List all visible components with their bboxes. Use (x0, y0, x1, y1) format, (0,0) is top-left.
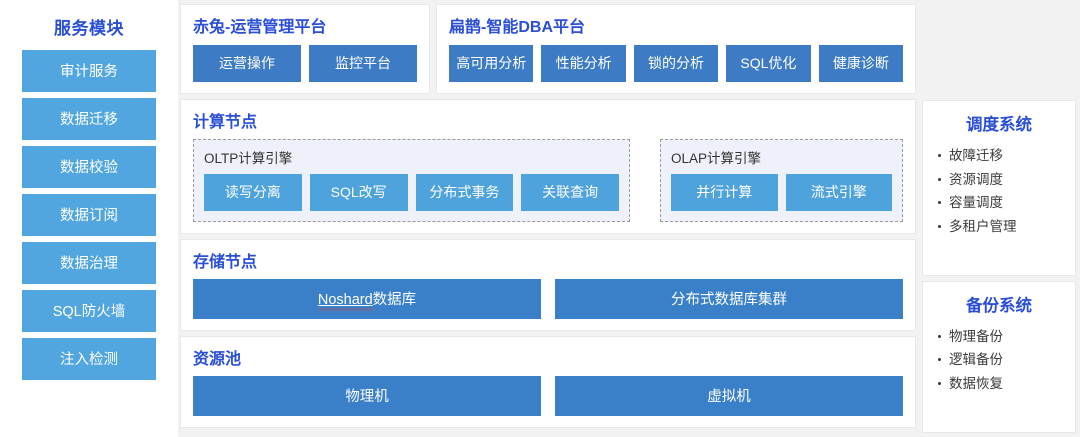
list-item: 数据恢复 (935, 372, 1063, 396)
sidebar-item-injection-detection[interactable]: 注入检测 (22, 338, 156, 380)
button-monitoring-platform[interactable]: 监控平台 (309, 45, 417, 82)
resource-pool-panel: 资源池 物理机 虚拟机 (180, 336, 916, 428)
storage-node-title: 存储节点 (193, 254, 258, 271)
scheduling-system-card: 调度系统 故障迁移 资源调度 容量调度 多租户管理 (922, 100, 1076, 276)
button-noshard-database[interactable]: Noshard数据库 (193, 279, 541, 319)
noshard-misspelled-word: Noshard (317, 292, 373, 311)
platform-bianque-buttons: 高可用分析 性能分析 锁的分析 SQL优化 健康诊断 (449, 45, 904, 82)
oltp-engine-buttons: 读写分离 SQL改写 分布式事务 关联查询 (204, 174, 619, 211)
scheduling-system-list: 故障迁移 资源调度 容量调度 多租户管理 (935, 144, 1063, 238)
list-item: 资源调度 (935, 168, 1063, 192)
backup-system-card: 备份系统 物理备份 逻辑备份 数据恢复 (922, 280, 1076, 433)
button-operations[interactable]: 运营操作 (193, 45, 301, 82)
right-sidebar-spacer (922, 4, 1076, 95)
platform-card-chitu: 赤兔-运营管理平台 运营操作 监控平台 (180, 4, 430, 94)
compute-node-title: 计算节点 (193, 114, 258, 131)
backup-system-list: 物理备份 逻辑备份 数据恢复 (935, 325, 1063, 396)
resource-pool-buttons: 物理机 虚拟机 (193, 376, 903, 416)
service-module-title: 服务模块 (54, 19, 124, 38)
oltp-engine-box: OLTP计算引擎 读写分离 SQL改写 分布式事务 关联查询 (193, 139, 630, 222)
oltp-engine-label: OLTP计算引擎 (204, 151, 293, 166)
button-sql-optimization[interactable]: SQL优化 (726, 45, 811, 82)
platform-title-chitu: 赤兔-运营管理平台 (193, 19, 327, 36)
olap-engine-label: OLAP计算引擎 (671, 151, 762, 166)
button-read-write-splitting[interactable]: 读写分离 (204, 174, 302, 211)
button-distributed-database-cluster[interactable]: 分布式数据库集群 (555, 279, 903, 319)
button-lock-analysis[interactable]: 锁的分析 (633, 45, 719, 82)
button-distributed-transaction[interactable]: 分布式事务 (415, 174, 514, 211)
button-physical-machine[interactable]: 物理机 (193, 376, 541, 416)
backup-system-title: 备份系统 (966, 296, 1032, 315)
list-item: 故障迁移 (935, 144, 1063, 168)
resource-pool-title: 资源池 (193, 351, 242, 368)
list-item: 逻辑备份 (935, 348, 1063, 372)
service-module-sidebar: 服务模块 审计服务 数据迁移 数据校验 数据订阅 数据治理 SQL防火墙 注入检… (0, 0, 178, 437)
platform-card-bianque: 扁鹊-智能DBA平台 高可用分析 性能分析 锁的分析 SQL优化 健康诊断 (436, 4, 916, 94)
sidebar-item-sql-firewall[interactable]: SQL防火墙 (22, 290, 156, 332)
button-virtual-machine[interactable]: 虚拟机 (555, 376, 903, 416)
right-sidebar: 调度系统 故障迁移 资源调度 容量调度 多租户管理 备份系统 物理备份 逻辑备份… (920, 0, 1080, 437)
sidebar-item-data-governance[interactable]: 数据治理 (22, 242, 156, 284)
button-high-availability-analysis[interactable]: 高可用分析 (449, 45, 534, 82)
scheduling-system-title: 调度系统 (966, 116, 1032, 134)
list-item: 容量调度 (935, 191, 1063, 215)
noshard-database-suffix: 数据库 (372, 292, 417, 308)
button-streaming-engine[interactable]: 流式引擎 (785, 174, 892, 211)
storage-node-buttons: Noshard数据库 分布式数据库集群 (193, 279, 903, 319)
list-item: 多租户管理 (935, 215, 1063, 239)
button-health-diagnosis[interactable]: 健康诊断 (818, 45, 904, 82)
sidebar-item-data-verification[interactable]: 数据校验 (22, 146, 156, 188)
sidebar-item-data-subscription[interactable]: 数据订阅 (22, 194, 156, 236)
compute-node-panel: 计算节点 OLTP计算引擎 读写分离 SQL改写 分布式事务 关联查询 OLAP… (180, 99, 916, 234)
platform-row: 赤兔-运营管理平台 运营操作 监控平台 扁鹊-智能DBA平台 高可用分析 性能分… (180, 4, 916, 94)
sidebar-item-audit-service[interactable]: 审计服务 (22, 50, 156, 92)
olap-engine-box: OLAP计算引擎 并行计算 流式引擎 (660, 139, 903, 222)
main-column: 赤兔-运营管理平台 运营操作 监控平台 扁鹊-智能DBA平台 高可用分析 性能分… (178, 0, 920, 437)
button-parallel-computing[interactable]: 并行计算 (671, 174, 778, 211)
platform-title-bianque: 扁鹊-智能DBA平台 (449, 19, 585, 36)
olap-engine-buttons: 并行计算 流式引擎 (671, 174, 892, 211)
engines-row: OLTP计算引擎 读写分离 SQL改写 分布式事务 关联查询 OLAP计算引擎 … (193, 139, 903, 222)
button-join-query[interactable]: 关联查询 (521, 174, 619, 211)
storage-node-panel: 存储节点 Noshard数据库 分布式数据库集群 (180, 239, 916, 331)
button-performance-analysis[interactable]: 性能分析 (541, 45, 626, 82)
list-item: 物理备份 (935, 325, 1063, 349)
sidebar-item-data-migration[interactable]: 数据迁移 (22, 98, 156, 140)
button-sql-rewrite[interactable]: SQL改写 (309, 174, 408, 211)
platform-chitu-buttons: 运营操作 监控平台 (193, 45, 417, 82)
